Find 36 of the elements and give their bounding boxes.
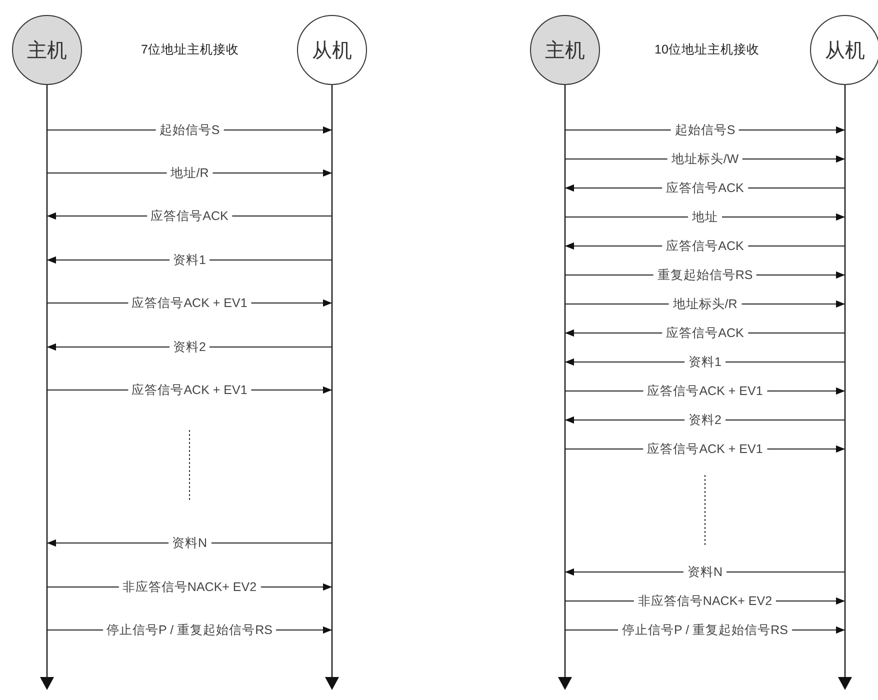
participant-circle: 主机: [530, 15, 600, 85]
edge-label: 应答信号ACK + EV1: [643, 442, 767, 456]
participant-circle: 从机: [810, 15, 878, 85]
edge-label: 资料2: [684, 413, 726, 427]
message-arrow: [564, 213, 846, 221]
edge-label: 停止信号P / 重复起始信号RS: [618, 623, 792, 637]
lifeline-arrow: [558, 85, 572, 690]
edge-label: 资料1: [684, 355, 726, 369]
edge-label: 地址标头/R: [668, 297, 742, 311]
edge-label: 地址标头/W: [667, 152, 743, 166]
participant-circle: 从机: [297, 15, 367, 85]
edge-label: 重复起始信号RS: [653, 268, 757, 282]
edge-label: 资料2: [169, 340, 210, 354]
lifeline-arrow: [838, 85, 852, 690]
edge-label: 地址: [688, 210, 722, 224]
edge-label: 非应答信号NACK+ EV2: [118, 580, 261, 594]
lifeline-arrow: [40, 85, 54, 690]
edge-label: 应答信号ACK + EV1: [128, 296, 252, 310]
edge-label: 停止信号P / 重复起始信号RS: [102, 623, 276, 637]
edge-label: 应答信号ACK: [662, 326, 748, 340]
edge-label: 资料1: [169, 253, 210, 267]
edge-label: 应答信号ACK + EV1: [643, 384, 767, 398]
diagram-heading: 7位地址主机接收: [141, 42, 239, 58]
edge-label: 非应答信号NACK+ EV2: [634, 594, 776, 608]
edge-label: 起始信号S: [670, 123, 740, 137]
edge-label: 地址/R: [166, 166, 213, 180]
lifeline-arrow: [325, 85, 339, 690]
diagram-heading: 10位地址主机接收: [654, 42, 760, 58]
edge-label: 资料N: [168, 536, 212, 550]
edge-label: 起始信号S: [155, 123, 224, 137]
edge-label: 资料N: [683, 565, 727, 579]
participant-circle: 主机: [12, 15, 82, 85]
edge-label: 应答信号ACK + EV1: [128, 383, 252, 397]
edge-label: 应答信号ACK: [662, 181, 748, 195]
edge-label: 应答信号ACK: [662, 239, 748, 253]
edge-label: 应答信号ACK: [146, 209, 232, 223]
